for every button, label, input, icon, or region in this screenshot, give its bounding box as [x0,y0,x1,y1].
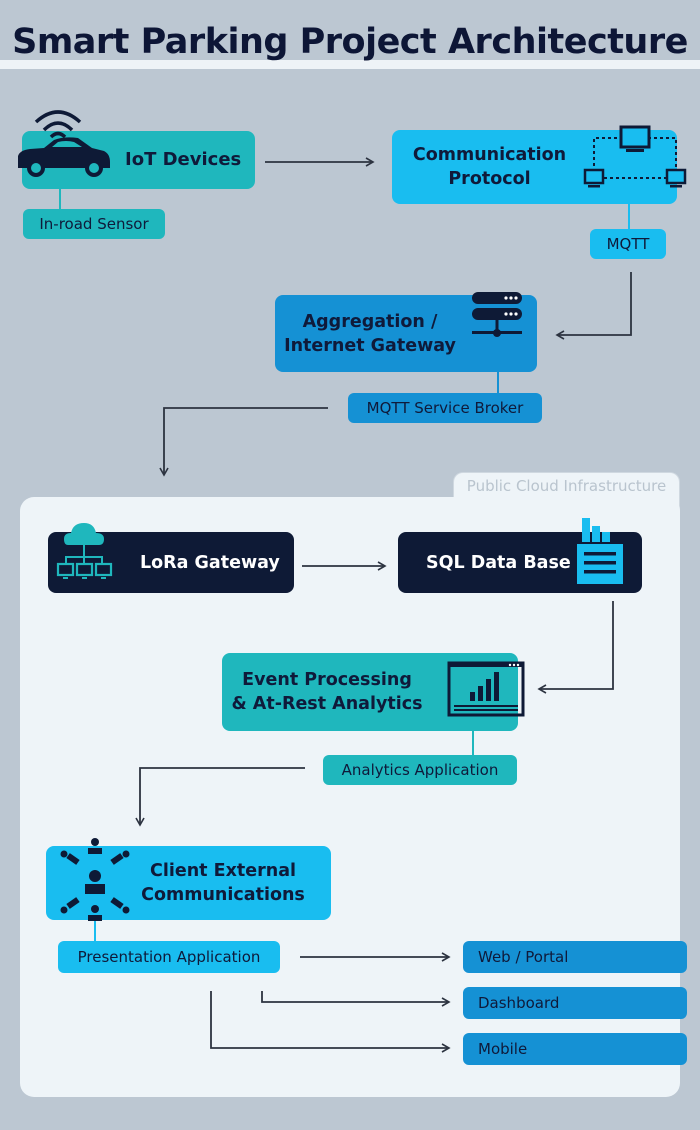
output-web-portal: Web / Portal [463,941,687,973]
connector [59,189,61,209]
connector [628,204,630,230]
network-computers-icon [583,125,687,188]
node-lora-gateway-label: LoRa Gateway [140,552,280,573]
sub-mqtt: MQTT [590,229,666,259]
connector [472,731,474,756]
server-icon [472,292,522,337]
sub-presentation-application: Presentation Application [58,941,280,973]
arrow-broker-to-lora [159,407,328,477]
node-sql-database-label: SQL Data Base [426,552,571,573]
output-mobile: Mobile [463,1033,687,1065]
node-communication-protocol: Communication Protocol [392,130,677,204]
people-network-icon [60,838,130,921]
node-iot-devices-label: IoT Devices [125,149,242,170]
node-communication-protocol-label: Communication Protocol [412,145,567,189]
cloud-network-icon [56,523,113,579]
connector [94,920,96,943]
node-aggregation-gateway-label: Aggregation / Internet Gateway [284,311,456,356]
analytics-window-icon [447,661,525,717]
sub-in-road-sensor: In-road Sensor [23,209,165,239]
database-chart-icon [577,518,623,584]
connector [497,372,499,394]
title-underline [0,60,700,69]
node-event-processing-label: Event Processing & At-Rest Analytics [231,670,423,714]
page-title: Smart Parking Project Architecture [12,22,688,62]
sub-mqtt-service-broker: MQTT Service Broker [348,393,542,423]
car-wifi-icon [18,110,110,177]
sub-analytics-application: Analytics Application [323,755,517,785]
output-dashboard: Dashboard [463,987,687,1019]
node-client-external-label: Client External Communications [141,861,305,905]
arrow-mqtt-to-aggregation [555,272,632,340]
